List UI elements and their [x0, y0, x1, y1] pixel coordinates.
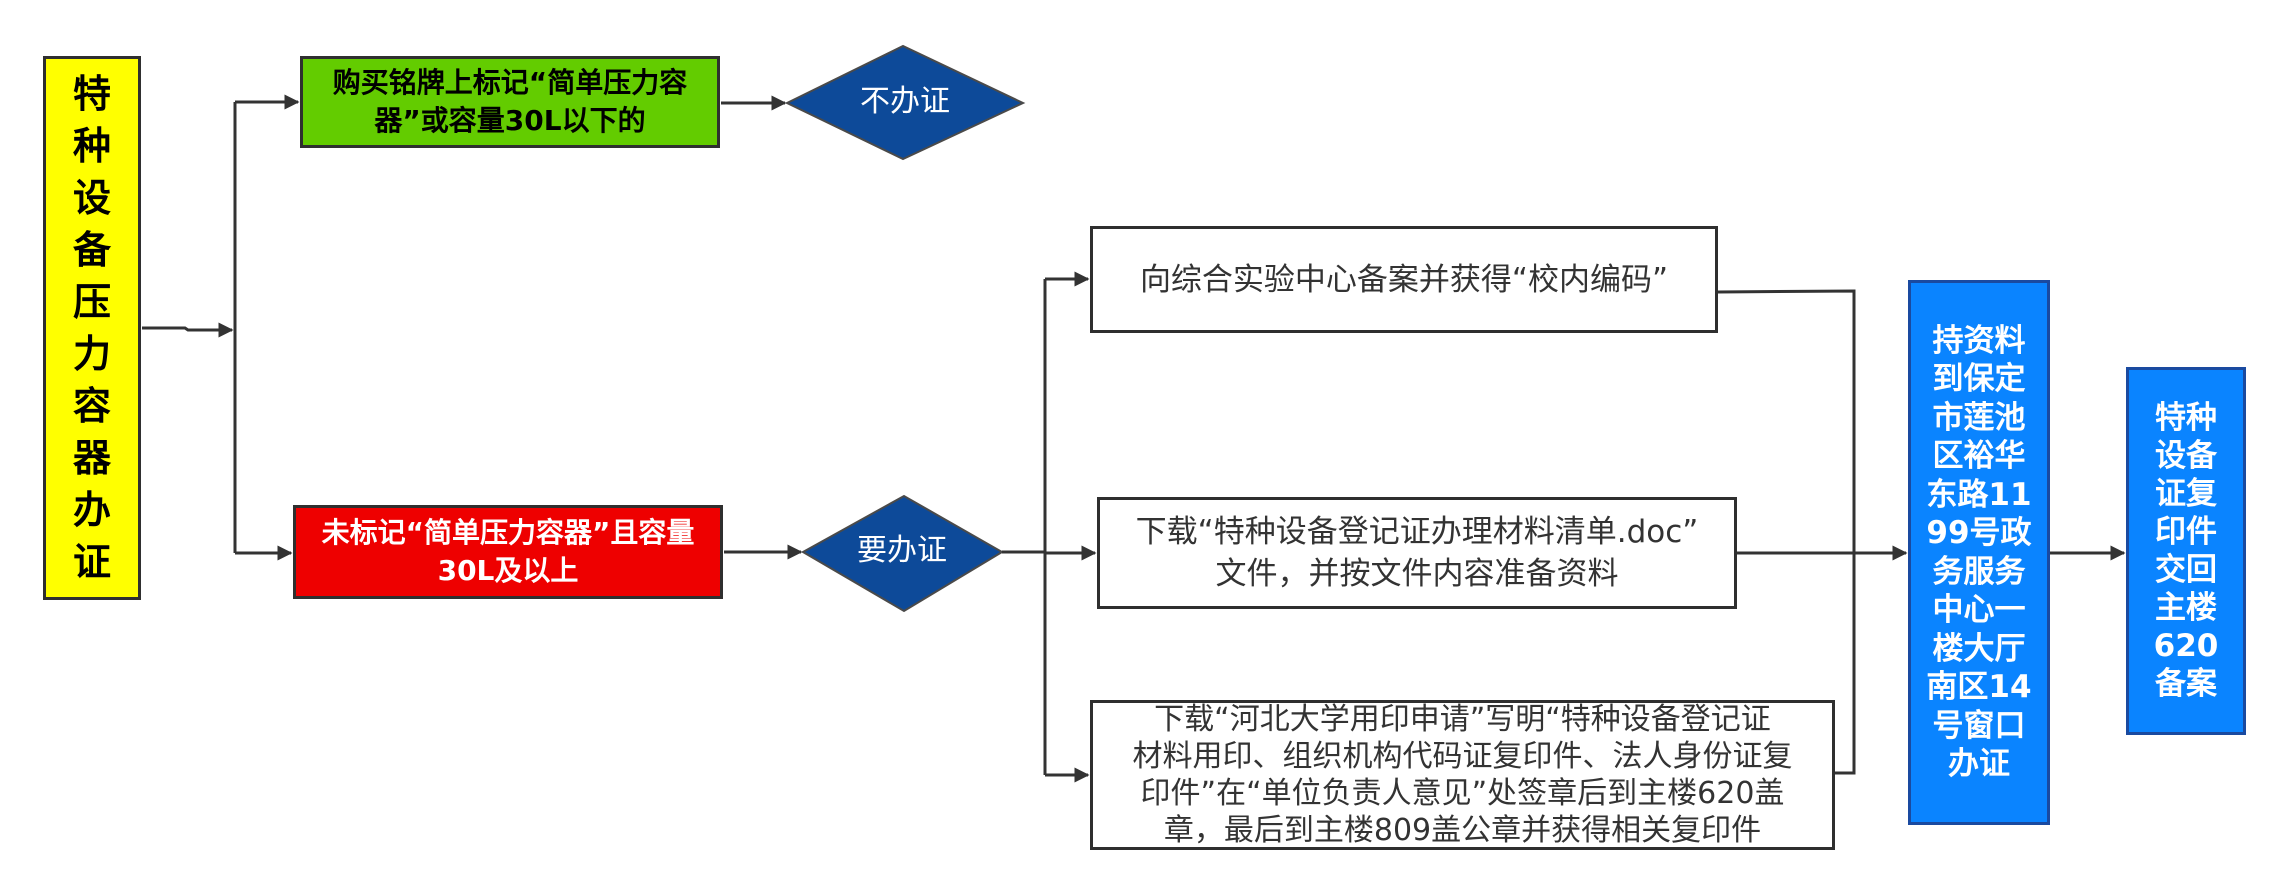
- step-return-node: 特种设备证复印件交回主楼620备案: [2126, 367, 2246, 735]
- step-seal-node: 下载“河北大学用印申请”写明“特种设备登记证 材料用印、组织机构代码证复印件、法…: [1090, 700, 1835, 850]
- step-record-node: 向综合实验中心备案并获得“校内编码”: [1090, 226, 1718, 333]
- decision-exempt-diamond: [784, 44, 1026, 161]
- step-return-label: 特种设备证复印件交回主楼620备案: [2153, 400, 2219, 702]
- step-download-list-line1: 下载“特种设备登记证办理材料清单.doc”: [1135, 514, 1699, 550]
- step-office-label: 持资料到保定市莲池区裕华东路1199号政务服务中心一楼大厅南区14号窗口办证: [1926, 322, 2032, 783]
- step-download-list-node: 下载“特种设备登记证办理材料清单.doc” 文件，并按文件内容准备资料: [1097, 497, 1737, 609]
- start-label: 特种设备压力容器办证: [72, 72, 111, 584]
- branch-exempt-label: 购买铭牌上标记“简单压力容器”或容量30L以下的: [332, 66, 688, 137]
- branch-exempt-node: 购买铭牌上标记“简单压力容器”或容量30L以下的: [300, 56, 720, 148]
- step-seal-line2: 材料用印、组织机构代码证复印件、法人身份证复: [1132, 739, 1793, 774]
- step-seal-line3: 印件”在“单位负责人意见”处签章后到主楼620盖: [1140, 776, 1785, 811]
- decision-required-label: 要办证: [857, 533, 947, 568]
- connector-record-to-merge: [1717, 289, 1856, 553]
- branch-required-label: 未标记“简单压力容器”且容量30L及以上: [321, 516, 695, 587]
- step-office-node: 持资料到保定市莲池区裕华东路1199号政务服务中心一楼大厅南区14号窗口办证: [1908, 280, 2050, 825]
- branch-required-node: 未标记“简单压力容器”且容量30L及以上: [293, 505, 723, 599]
- decision-exempt-label: 不办证: [860, 84, 950, 119]
- step-download-list-line2: 文件，并按文件内容准备资料: [1215, 556, 1619, 592]
- start-node: 特种设备压力容器办证: [43, 56, 141, 600]
- step-seal-line1: 下载“河北大学用印申请”写明“特种设备登记证: [1154, 702, 1771, 737]
- step-seal-line4: 章，最后到主楼809盖公章并获得相关复印件: [1163, 813, 1762, 848]
- connector-seal-to-merge: [1835, 553, 1856, 775]
- step-record-label: 向综合实验中心备案并获得“校内编码”: [1139, 261, 1669, 298]
- connector-start-to-split: [142, 322, 234, 338]
